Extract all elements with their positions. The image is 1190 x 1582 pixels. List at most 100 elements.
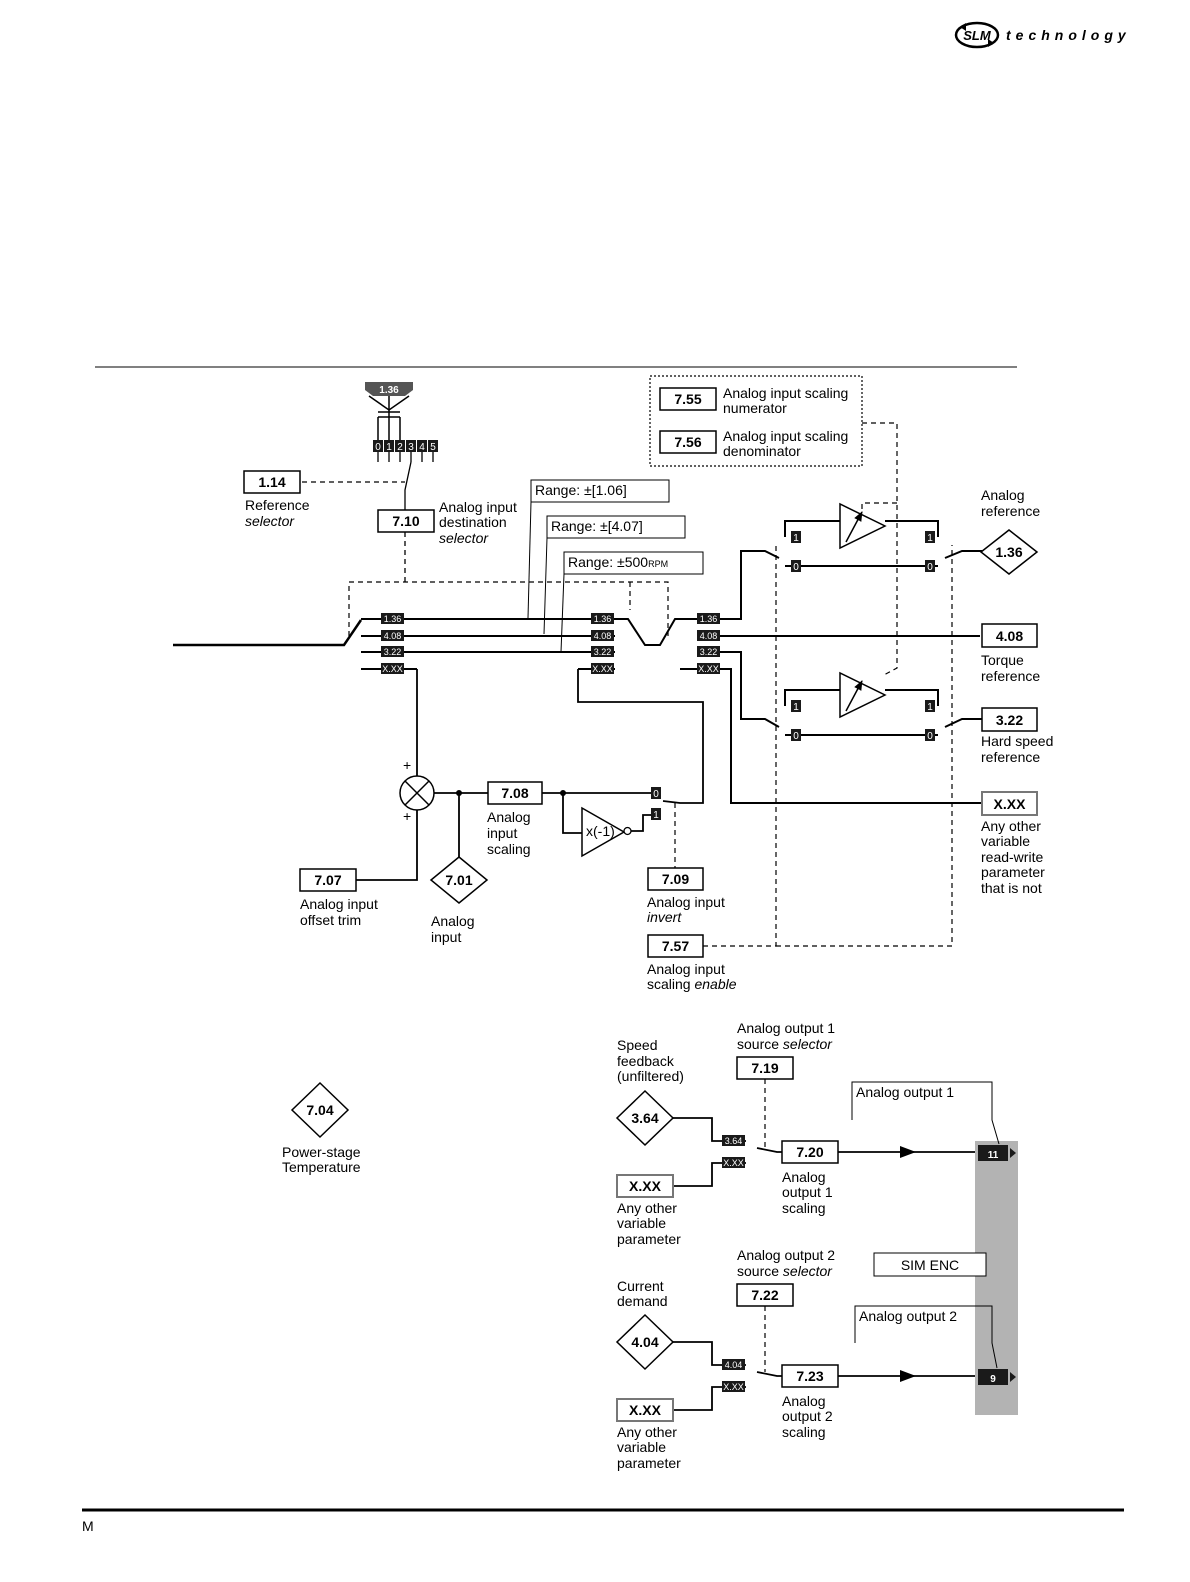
bus-tags-middle: 1.36 4.08 3.22 X.XX bbox=[591, 613, 614, 674]
logo-text: technology bbox=[1006, 27, 1131, 43]
svg-text:7.56: 7.56 bbox=[674, 434, 701, 450]
svg-text:0: 0 bbox=[653, 789, 659, 800]
svg-text:Range: ±500RPM: Range: ±500RPM bbox=[568, 554, 668, 570]
svg-text:1: 1 bbox=[386, 442, 392, 453]
svg-text:0: 0 bbox=[793, 731, 799, 742]
svg-text:4.04: 4.04 bbox=[725, 1360, 743, 1370]
svg-text:1.36: 1.36 bbox=[700, 614, 718, 624]
scaling-params-box bbox=[649, 375, 863, 467]
output-1-36: 1.36 bbox=[979, 529, 1039, 575]
out2-callout: Analog output 2 bbox=[854, 1305, 998, 1369]
svg-text:1: 1 bbox=[927, 702, 933, 713]
out1-scale-label-2: output 1 bbox=[782, 1184, 833, 1200]
slm-logo: SLM technology bbox=[954, 21, 1131, 49]
svg-text:5: 5 bbox=[430, 442, 436, 453]
svg-text:2: 2 bbox=[397, 442, 403, 453]
svg-text:1.14: 1.14 bbox=[258, 474, 285, 490]
param-7-01-label: Analog bbox=[431, 913, 475, 929]
output-xxx-label-4: parameter bbox=[981, 864, 1045, 880]
switch-lower-tags: 1 0 1 0 bbox=[791, 700, 935, 742]
param-7-56-label: Analog input scaling bbox=[723, 428, 848, 444]
svg-text:7.07: 7.07 bbox=[314, 872, 341, 888]
selector-pos-4: 4 bbox=[417, 440, 427, 453]
output-xxx-label-1: Any other bbox=[981, 818, 1041, 834]
range-2-callout: Range: ±[4.07] bbox=[543, 515, 686, 635]
out2-src-label-2: source selector bbox=[737, 1263, 833, 1279]
svg-text:7.23: 7.23 bbox=[796, 1368, 823, 1384]
param-7-09: 7.09 bbox=[647, 867, 704, 891]
svg-text:3.64: 3.64 bbox=[631, 1110, 658, 1126]
output-3-22: 3.22 bbox=[981, 707, 1038, 732]
svg-text:4.08: 4.08 bbox=[384, 631, 402, 641]
out2-other-param: X.XX bbox=[616, 1398, 674, 1422]
out2-other-label-1: Any other bbox=[617, 1424, 677, 1440]
selector-arrows bbox=[368, 395, 410, 440]
param-1-14: 1.14 bbox=[243, 470, 301, 494]
output-1-36-label: Analog bbox=[981, 487, 1025, 503]
param-7-07-label: Analog input bbox=[300, 896, 378, 912]
param-7-57-label-2: scaling enable bbox=[647, 976, 737, 992]
terminal-11: 11 bbox=[978, 1145, 1016, 1161]
param-7-19: 7.19 bbox=[736, 1056, 794, 1080]
output-4-08-label: Torque bbox=[981, 652, 1024, 668]
param-7-08-label-3: scaling bbox=[487, 841, 531, 857]
svg-text:SIM ENC: SIM ENC bbox=[901, 1257, 959, 1273]
terminal-9: 9 bbox=[978, 1369, 1016, 1385]
out1-scale-label-1: Analog bbox=[782, 1169, 826, 1185]
selector-header-tag: 1.36 bbox=[365, 382, 413, 396]
svg-text:Range: ±[1.06]: Range: ±[1.06] bbox=[535, 482, 627, 498]
output-xxx: X.XX bbox=[981, 791, 1038, 816]
param-7-10: 7.10 bbox=[377, 509, 435, 533]
selector-pos-1: 1 bbox=[384, 440, 394, 453]
out2-other-label-2: variable bbox=[617, 1439, 666, 1455]
svg-text:1.36: 1.36 bbox=[594, 614, 612, 624]
output-3-22-label: Hard speed bbox=[981, 733, 1053, 749]
svg-text:X.XX: X.XX bbox=[629, 1402, 662, 1418]
selector-positions: 0 1 2 3 4 5 bbox=[373, 440, 438, 453]
out2-tags: 4.04 X.XX bbox=[722, 1359, 745, 1392]
svg-text:4.08: 4.08 bbox=[996, 628, 1023, 644]
svg-text:9: 9 bbox=[990, 1374, 996, 1385]
svg-text:7.01: 7.01 bbox=[445, 872, 472, 888]
svg-text:3.22: 3.22 bbox=[700, 647, 718, 657]
logo-badge: SLM bbox=[963, 28, 992, 43]
param-7-56-label-2: denominator bbox=[723, 443, 801, 459]
svg-text:7.08: 7.08 bbox=[501, 785, 528, 801]
out1-src-label-2: source selector bbox=[737, 1036, 833, 1052]
out2-src-label: Analog output 2 bbox=[737, 1247, 835, 1263]
param-7-57-label: Analog input bbox=[647, 961, 725, 977]
svg-text:X.XX: X.XX bbox=[698, 664, 719, 674]
svg-text:x(-1): x(-1) bbox=[586, 823, 615, 839]
param-7-56: 7.56 bbox=[659, 430, 717, 454]
param-3-64: 3.64 bbox=[615, 1089, 675, 1147]
out2-scale-label-1: Analog bbox=[782, 1393, 826, 1409]
param-7-22: 7.22 bbox=[736, 1283, 794, 1307]
svg-text:X.XX: X.XX bbox=[629, 1178, 662, 1194]
out1-fb-label-3: (unfiltered) bbox=[617, 1068, 684, 1084]
sum-plus-top: + bbox=[403, 757, 411, 773]
svg-text:7.04: 7.04 bbox=[306, 1102, 333, 1118]
out2-scale-label-3: scaling bbox=[782, 1424, 826, 1440]
param-1-14-label: Reference bbox=[245, 497, 310, 513]
output-xxx-label-2: variable bbox=[981, 833, 1030, 849]
svg-text:X.XX: X.XX bbox=[723, 1382, 744, 1392]
param-1-14-label-italic: selector bbox=[245, 513, 295, 529]
switch-upper-tags: 1 0 1 0 bbox=[791, 531, 935, 573]
output-4-08-label-2: reference bbox=[981, 668, 1040, 684]
out1-other-param: X.XX bbox=[616, 1174, 674, 1198]
param-7-01-label-2: input bbox=[431, 929, 461, 945]
out2-other-label-3: parameter bbox=[617, 1455, 681, 1471]
range-3-callout: Range: ±500RPM bbox=[560, 551, 704, 653]
param-7-55: 7.55 bbox=[659, 387, 717, 411]
svg-text:Analog output 2: Analog output 2 bbox=[859, 1308, 957, 1324]
svg-text:4: 4 bbox=[419, 442, 425, 453]
svg-text:Range: ±[4.07]: Range: ±[4.07] bbox=[551, 518, 643, 534]
footer-text: M bbox=[82, 1518, 94, 1534]
svg-text:7.10: 7.10 bbox=[392, 513, 419, 529]
param-7-08-label: Analog bbox=[487, 809, 531, 825]
param-7-04-label: Power-stage bbox=[282, 1144, 361, 1160]
selector-pos-3: 3 bbox=[406, 440, 416, 453]
svg-text:7.09: 7.09 bbox=[662, 871, 689, 887]
svg-text:4.08: 4.08 bbox=[594, 631, 612, 641]
